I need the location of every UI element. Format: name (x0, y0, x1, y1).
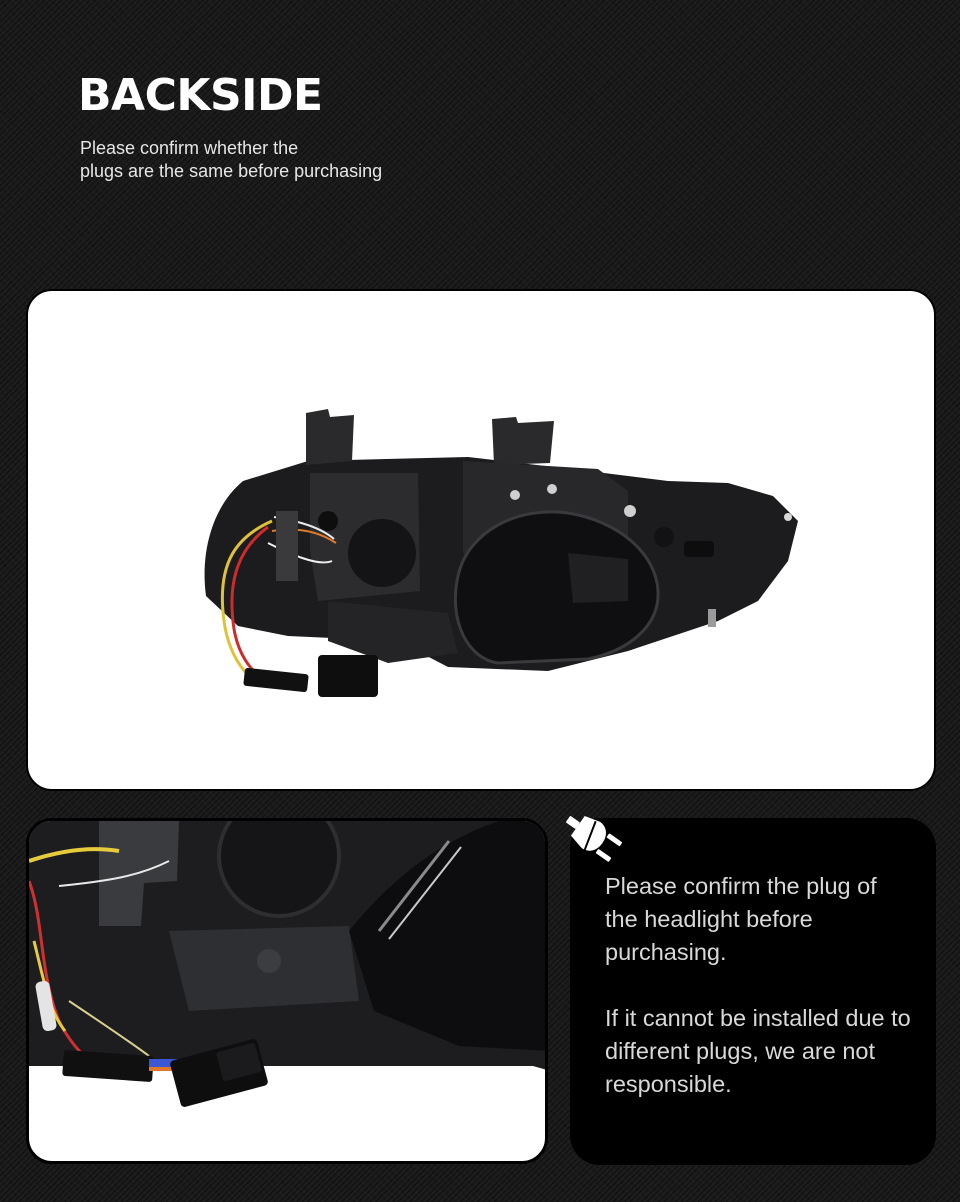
plug-closeup-illustration (29, 821, 545, 1107)
notice-paragraph-2: If it cannot be installed due to differe… (605, 1005, 911, 1097)
subtitle-line-1: Please confirm whether the (80, 138, 299, 158)
subtitle-line-2: plugs are the same before purchasing (80, 161, 383, 181)
plug-closeup-image (26, 818, 548, 1164)
page-title: BACKSIDE (78, 70, 323, 121)
headlight-backside-image (26, 289, 936, 791)
plug-icon (566, 816, 623, 862)
plug-notice-panel: Please confirm the plug of the headlight… (570, 818, 936, 1165)
headlight-illustration (204, 409, 798, 697)
notice-paragraph-1: Please confirm the plug of the headlight… (605, 873, 877, 965)
page-subtitle: Please confirm whether the plugs are the… (80, 137, 480, 183)
